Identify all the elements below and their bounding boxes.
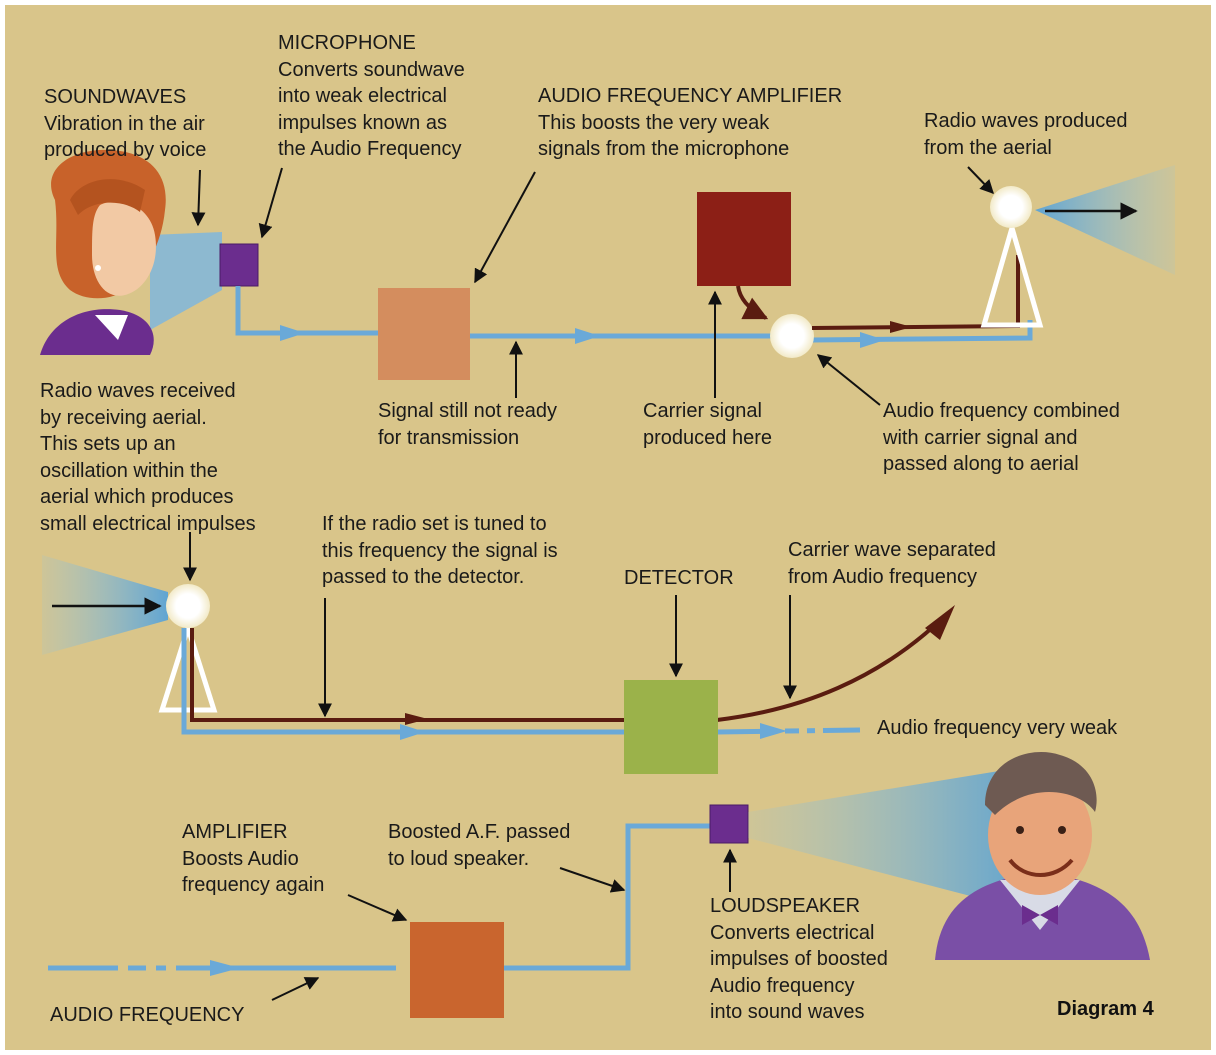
- detector-label: DETECTOR: [624, 567, 734, 589]
- wire-flow-arrows-row1: [280, 325, 885, 348]
- radio-received-label: Radio waves received by receiving aerial…: [40, 380, 256, 535]
- soundwaves-pointer-arrow: [191, 169, 206, 227]
- af-amplifier-pointer-arrow: [474, 171, 536, 284]
- amplifier-label: AMPLIFIER Boosts Audio frequency again: [182, 821, 325, 896]
- carrier-feed-arrow: [736, 285, 769, 320]
- wire-flow-arrow-row2b: [760, 723, 787, 739]
- audio-frequency-pointer-arrow: [271, 977, 320, 1001]
- microphone-pointer-arrow: [258, 167, 283, 239]
- weak-af-wire: [716, 727, 861, 735]
- af-amplifier-label: AUDIO FREQUENCY AMPLIFIER This boosts th…: [538, 85, 843, 160]
- amplifier-pointer-arrow: [347, 894, 408, 922]
- carrier-oscillator-box: [697, 192, 791, 286]
- amplified-wire: [502, 823, 712, 971]
- carrier-flow-arrow-row2: [405, 713, 428, 725]
- radio-waves-produced-label: Radio waves produced from the aerial: [924, 110, 1128, 159]
- microphone-label: MICROPHONE Converts soundwave into weak …: [278, 32, 465, 160]
- boosted-label: Boosted A.F. passed to loud speaker.: [388, 821, 571, 870]
- combined-label: Audio frequency combined with carrier si…: [883, 400, 1120, 475]
- carrier-separated-label: Carrier wave separated from Audio freque…: [788, 539, 996, 588]
- woman-speaker-illustration: [40, 149, 222, 355]
- carrier-flow-arrow-row1: [890, 321, 912, 333]
- wire-flow-arrow-row2a: [400, 724, 425, 740]
- receiver-wire: [181, 628, 625, 735]
- af-weak-label: Audio frequency very weak: [877, 717, 1118, 739]
- man-listener-illustration: [748, 752, 1150, 960]
- separated-carrier-arrowhead: [925, 605, 955, 640]
- microphone-box: [219, 243, 259, 287]
- loudspeaker-label: LOUDSPEAKER Converts electrical impulses…: [710, 895, 888, 1023]
- soundwaves-label: SOUNDWAVES Vibration in the air produced…: [44, 86, 207, 161]
- boosted-pointer-arrow: [559, 867, 626, 893]
- audio-frequency-label: AUDIO FREQUENCY: [50, 1004, 245, 1026]
- signal-not-ready-label: Signal still not ready for transmission: [378, 400, 557, 449]
- carrier-signal-label: Carrier signal produced here: [643, 400, 772, 449]
- mixer-pointer-arrow: [816, 354, 881, 406]
- carrier-wire-row2: [190, 628, 625, 722]
- tuned-label: If the radio set is tuned to this freque…: [322, 513, 558, 588]
- wire-flow-arrow-row3: [210, 960, 240, 976]
- af-amplifier-box: [378, 288, 470, 380]
- amplifier-box: [410, 922, 504, 1018]
- separated-carrier-curve: [716, 611, 950, 722]
- detector-box: [624, 680, 718, 774]
- aerial-pointer-arrow: [967, 166, 994, 195]
- mixer-node: [770, 314, 814, 358]
- transmitting-aerial: [980, 165, 1175, 328]
- loudspeaker-box: [709, 804, 749, 844]
- diagram-caption: Diagram 4: [1057, 998, 1154, 1020]
